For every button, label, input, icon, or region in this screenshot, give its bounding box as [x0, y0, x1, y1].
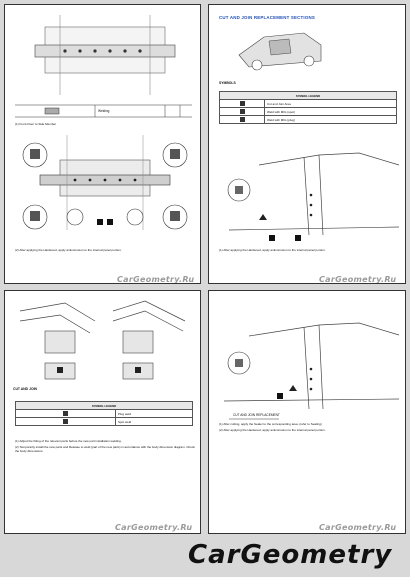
- plug-weld-icon: [239, 116, 245, 122]
- watermark: CarGeometry.Ru: [319, 523, 397, 532]
- rear-floor-diagram-main: [22, 135, 188, 230]
- symbol-legend-table: SYMBOL LEGEND Plug weld Spot weld: [15, 401, 193, 426]
- symbol-legend-table: SYMBOL LEGEND Cut and Join Area Weld wit…: [219, 91, 397, 124]
- sub-heading: SYMBOLS: [219, 81, 236, 85]
- sub-heading: CUT AND JOIN: [13, 387, 37, 391]
- plug-weld-icon: [63, 410, 68, 416]
- table-row: Weld with MIG (plug): [219, 115, 397, 124]
- manual-page-4: CUT AND JOIN REPLACEMENT (1) After cutti…: [208, 290, 406, 534]
- brand-logo-text: CarGeometry: [188, 540, 393, 570]
- note-1: (1) After cutting, apply the Sealer to t…: [219, 422, 322, 426]
- cut-area-icon: [239, 100, 245, 106]
- figure-caption: CUT AND JOIN REPLACEMENT: [233, 413, 280, 417]
- table-row: Plug weld: [15, 409, 193, 418]
- note-2: (2) Temporarily install the new parts an…: [15, 445, 195, 453]
- section-heading: CUT AND JOIN REPLACEMENT SECTIONS: [219, 15, 315, 20]
- legend-label: Welding: [98, 109, 110, 113]
- spot-weld-icon: [63, 418, 68, 424]
- spot-weld-icon: [239, 108, 245, 114]
- manual-page-3: CUT AND JOIN SYMBOL LEGEND Plug weld Spo…: [4, 290, 201, 534]
- vehicle-body-illustration: [238, 32, 322, 71]
- table-row: Spot weld: [15, 417, 193, 426]
- watermark: CarGeometry.Ru: [319, 275, 397, 284]
- figure-note-top: (1) Front Floor to Side Member: [15, 122, 57, 126]
- rear-floor-diagram-top: [15, 15, 192, 118]
- watermark: CarGeometry.Ru: [117, 275, 195, 284]
- weld-detail-diagrams: [19, 300, 186, 380]
- manual-page-2: CUT AND JOIN REPLACEMENT SECTIONS SYMBOL…: [208, 4, 406, 284]
- table-header: SYMBOL LEGEND: [15, 401, 193, 410]
- watermark: CarGeometry.Ru: [115, 523, 193, 532]
- pillar-replacement-diagram: [223, 322, 400, 420]
- note-1: (1) Adjust the fitting of the relevant p…: [15, 439, 122, 443]
- manual-page-1: Welding (1) Front Floor to Side Member (…: [4, 4, 201, 284]
- pillar-cut-diagram: [227, 152, 400, 241]
- figure-note-bottom: (2) After applying the Hardened, apply a…: [15, 248, 122, 252]
- figure-note: (1) After applying the Hardened, apply a…: [219, 248, 326, 252]
- note-2: (2) After applying the Hardened, apply a…: [219, 428, 326, 432]
